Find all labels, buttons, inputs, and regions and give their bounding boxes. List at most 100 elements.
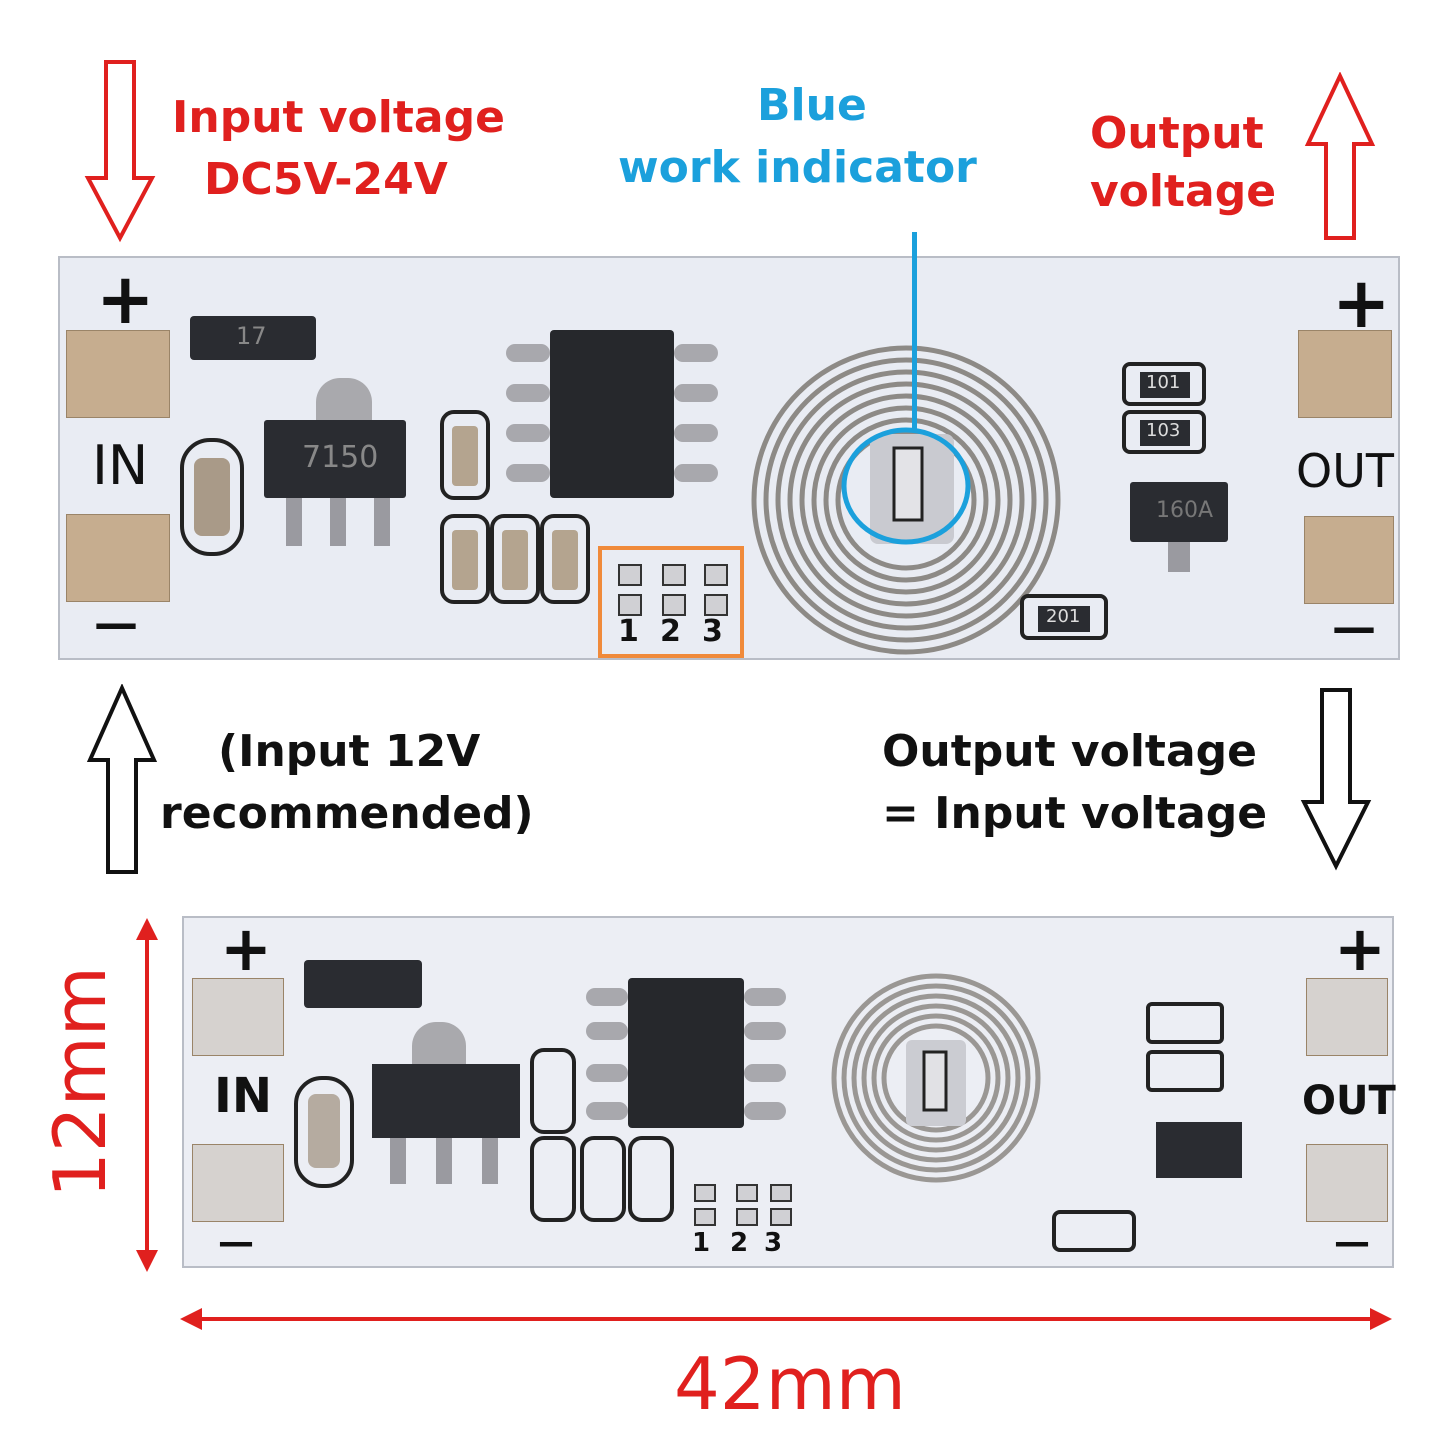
output-minus-pad: [1304, 516, 1394, 604]
ic-8pin: [550, 330, 674, 498]
width-dimension-label: 42mm: [674, 1342, 906, 1426]
resistor-103: 103: [1122, 410, 1206, 454]
ic-pin-l3: [506, 424, 550, 442]
equal-voltage-line1: Output voltage: [882, 726, 1257, 777]
regulator-chip-marking: 7150: [302, 440, 379, 475]
bottom-input-plus-pad: [192, 978, 284, 1056]
jumper-label-2: 2: [660, 614, 681, 649]
bottom-ic-pin-l4: [586, 1102, 628, 1120]
out-label: OUT: [1296, 444, 1394, 498]
diode-chip-marking: 17: [236, 322, 267, 350]
touch-spring-coil: [751, 345, 1061, 655]
output-plus-sign: +: [1332, 262, 1391, 344]
output-minus-sign: —: [1332, 602, 1376, 653]
resistor-103-marking: 103: [1146, 420, 1181, 441]
bottom-ic-pin-r2: [744, 1022, 786, 1040]
resistor-101: 101: [1122, 362, 1206, 406]
bottom-input-minus-sign: —: [218, 1222, 254, 1263]
diode-chip: 17: [190, 316, 316, 360]
capacitor-small-2: [440, 514, 490, 604]
in-label: IN: [92, 434, 149, 497]
resistor-201-marking: 201: [1046, 606, 1081, 627]
ic-pin-l2: [506, 384, 550, 402]
bottom-output-plus-pad: [1306, 978, 1388, 1056]
bottom-capacitor-small-3: [580, 1136, 626, 1222]
bottom-out-label: OUT: [1302, 1078, 1396, 1124]
height-dimension-label: 12mm: [38, 966, 122, 1198]
bottom-capacitor-small-2: [530, 1136, 576, 1222]
ic-pin-r3: [674, 424, 718, 442]
input-minus-sign: —: [94, 598, 138, 649]
resistor-201: 201: [1020, 594, 1108, 640]
transistor-leg: [1168, 542, 1190, 572]
ic-pin-l1: [506, 344, 550, 362]
capacitor-small-4: [540, 514, 590, 604]
output-down-arrow: [1300, 688, 1372, 871]
transistor-chip: 160A: [1130, 482, 1228, 542]
capacitor-left: [180, 438, 244, 556]
jumper-label-3: 3: [702, 614, 723, 649]
input-down-arrow: [84, 60, 156, 243]
bottom-ic-pin-l2: [586, 1022, 628, 1040]
bottom-jumper-label-3: 3: [764, 1228, 783, 1258]
regulator-leg-3: [374, 498, 390, 546]
blue-indicator-line1: Blue: [757, 80, 867, 131]
jumper-selection-box: 1 2 3: [598, 546, 744, 658]
bottom-output-plus-sign: +: [1334, 912, 1386, 985]
output-plus-pad: [1298, 330, 1392, 418]
recommend-line1: (Input 12V: [218, 726, 481, 777]
bottom-regulator-tab: [412, 1022, 466, 1070]
output-voltage-line2: voltage: [1090, 166, 1277, 217]
transistor-chip-marking: 160A: [1156, 498, 1214, 523]
bottom-input-plus-sign: +: [220, 912, 272, 985]
regulator-tab: [316, 378, 372, 428]
output-up-arrow: [1304, 72, 1376, 240]
recommend-line2: recommended): [160, 788, 534, 839]
input-voltage-line2: DC5V-24V: [204, 154, 448, 205]
bottom-capacitor-small-1: [530, 1048, 576, 1134]
bottom-resistor-101: [1146, 1002, 1224, 1044]
input-voltage-line1: Input voltage: [172, 92, 505, 143]
bottom-output-minus-pad: [1306, 1144, 1388, 1222]
input-plus-pad: [66, 330, 170, 418]
bottom-capacitor-left: [294, 1076, 354, 1188]
bottom-touch-spring-coil: [831, 973, 1041, 1183]
input-up-arrow: [86, 684, 158, 874]
bottom-in-label: IN: [214, 1068, 273, 1124]
input-minus-pad: [66, 514, 170, 602]
indicator-pointer-line: [912, 232, 917, 432]
regulator-leg-2: [330, 498, 346, 546]
bottom-capacitor-small-4: [628, 1136, 674, 1222]
pcb-board-top: + — IN + — OUT 17 7150 1 2 3: [58, 256, 1400, 660]
bottom-jumper-label-1: 1: [692, 1228, 711, 1258]
bottom-ic-pin-r1: [744, 988, 786, 1006]
bottom-ic-pin-r3: [744, 1064, 786, 1082]
ic-pin-r2: [674, 384, 718, 402]
width-dimension-arrow: [180, 1308, 1392, 1330]
bottom-ic-pin-l1: [586, 988, 628, 1006]
bottom-output-minus-sign: —: [1334, 1222, 1370, 1263]
regulator-leg-1: [286, 498, 302, 546]
input-plus-sign: +: [96, 258, 155, 340]
ic-pin-l4: [506, 464, 550, 482]
bottom-regulator-chip: [372, 1064, 520, 1138]
bottom-resistor-103: [1146, 1050, 1224, 1092]
capacitor-small-1: [440, 410, 490, 500]
capacitor-small-3: [490, 514, 540, 604]
bottom-regulator-leg-2: [436, 1138, 452, 1184]
bottom-regulator-leg-3: [482, 1138, 498, 1184]
bottom-jumper-pads: [690, 1180, 800, 1260]
pcb-board-bottom: + — IN + — OUT 1 2 3: [182, 912, 1396, 1268]
blue-indicator-line2: work indicator: [618, 142, 977, 193]
bottom-resistor-201: [1052, 1210, 1136, 1252]
equal-voltage-line2: = Input voltage: [882, 788, 1268, 839]
bottom-jumper-label-2: 2: [730, 1228, 749, 1258]
ic-pin-r1: [674, 344, 718, 362]
bottom-regulator-leg-1: [390, 1138, 406, 1184]
height-dimension-arrow: [136, 918, 158, 1272]
regulator-chip: 7150: [264, 420, 406, 498]
bottom-input-minus-pad: [192, 1144, 284, 1222]
output-voltage-line1: Output: [1090, 108, 1264, 159]
jumper-label-1: 1: [618, 614, 639, 649]
bottom-diode-chip: [304, 960, 422, 1008]
